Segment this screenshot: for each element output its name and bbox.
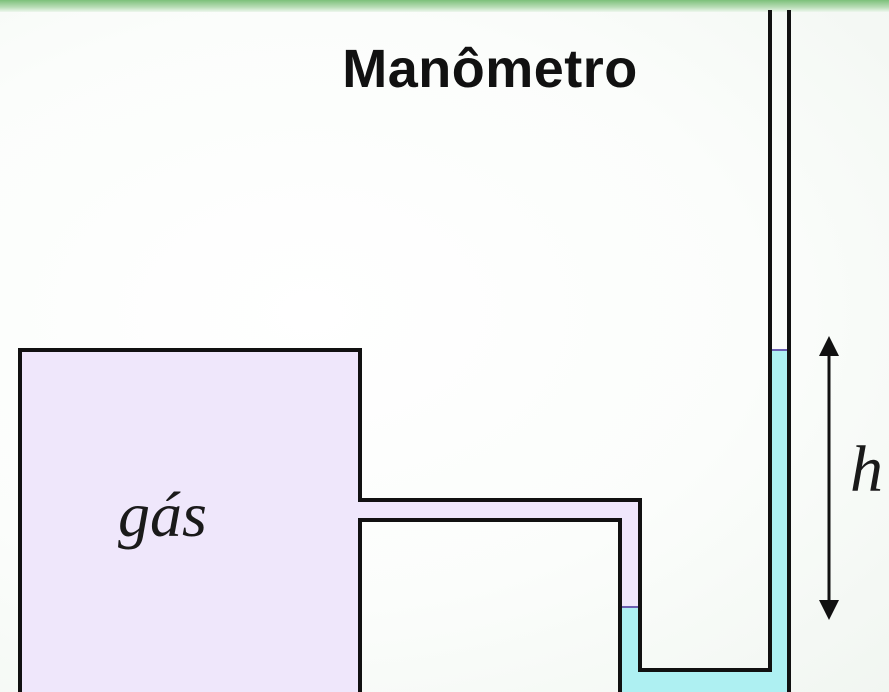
diagram-title: Manômetro xyxy=(342,39,638,99)
down-tube-gas-fill xyxy=(620,500,638,607)
right-liquid-column xyxy=(772,350,788,692)
connecting-tube-fill xyxy=(358,500,638,520)
header-band xyxy=(0,0,889,12)
bottom-liquid xyxy=(620,670,788,692)
height-arrow-bottom-head xyxy=(819,600,839,620)
gas-label: gás xyxy=(118,479,207,550)
gas-container xyxy=(18,348,362,692)
height-label: h xyxy=(850,433,883,506)
height-arrow-top-head xyxy=(819,336,839,356)
